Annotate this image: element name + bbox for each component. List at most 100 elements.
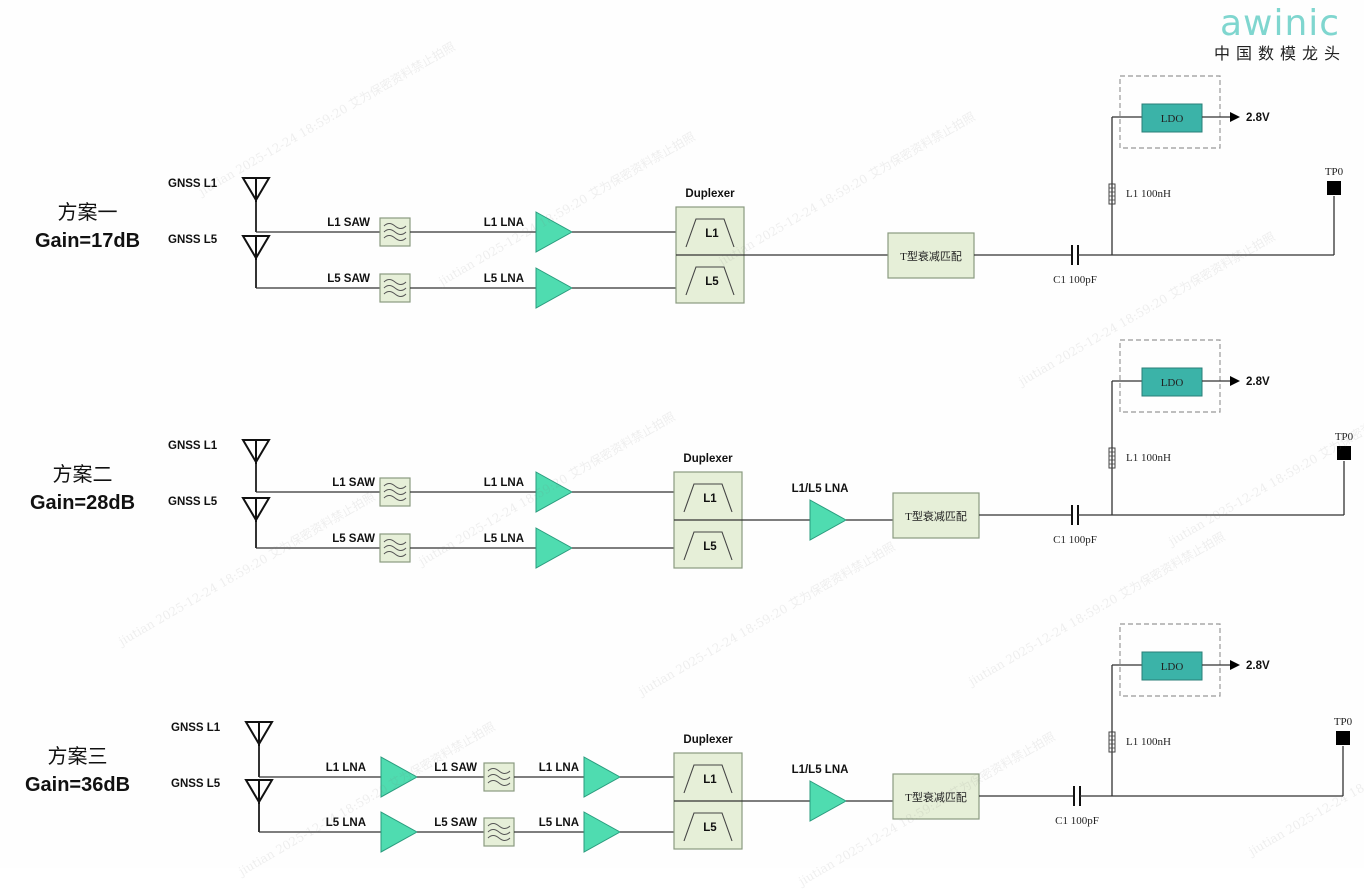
- scheme-1-circuit: GNSS L1 GNSS L5 L1 SAW L1 LNA L5 SAW L5 LNA Du…: [168, 75, 1344, 309]
- duplexer-band-label: L1: [705, 228, 719, 240]
- bandpass-icon: [683, 812, 733, 842]
- capacitor-label: C1 100pF: [1053, 274, 1097, 286]
- antenna-l5-label: GNSS L5: [171, 778, 221, 790]
- saw-label: L5 SAW: [332, 533, 375, 545]
- saw-filter-icon: [379, 477, 411, 507]
- schematic-svg: GNSS L1 GNSS L5 L1 SAW L1 LNA L5 SAW L5 LNA Du…: [168, 75, 1354, 853]
- post-lna-label: L1/L5 LNA: [792, 764, 849, 776]
- bandpass-icon: [683, 531, 733, 561]
- ldo-label: LDO: [1161, 661, 1184, 673]
- lna-label: L1 LNA: [539, 762, 579, 774]
- antenna-l5-label: GNSS L5: [168, 496, 218, 508]
- capacitor-icon: [1071, 505, 1079, 525]
- scheme-name: 方案一: [57, 200, 118, 224]
- bandpass-icon: [685, 218, 735, 248]
- antenna-icon: [241, 497, 271, 522]
- lna-label: L5 LNA: [326, 817, 366, 829]
- scheme-2-title: 方案二 Gain=28dB: [15, 460, 150, 518]
- duplexer-label: Duplexer: [685, 188, 735, 200]
- ldo-box: [1141, 651, 1203, 681]
- saw-label: L1 SAW: [332, 477, 375, 489]
- ldo-box: [1141, 367, 1203, 397]
- bandpass-icon: [683, 764, 733, 794]
- matching-network-box: [887, 232, 975, 279]
- scheme-1-title: 方案一 Gain=17dB: [20, 198, 155, 256]
- antenna-icon: [244, 721, 274, 746]
- voltage-label: 2.8V: [1246, 112, 1270, 124]
- lna-label: L5 LNA: [484, 273, 524, 285]
- matching-network-label: T型衰减匹配: [905, 509, 967, 523]
- scheme-name: 方案二: [52, 462, 113, 486]
- matching-network-box: [892, 492, 980, 539]
- lna-amplifier-icon: [809, 499, 848, 541]
- scheme-gain: Gain=36dB: [24, 774, 131, 796]
- antenna-icon: [241, 439, 271, 464]
- lna-amplifier-icon: [535, 211, 574, 253]
- capacitor-icon: [1071, 245, 1079, 265]
- duplexer-band-label: L5: [703, 541, 717, 553]
- lna-label: L1 LNA: [326, 762, 366, 774]
- lna-label: L1 LNA: [484, 477, 524, 489]
- scheme-3-title: 方案三 Gain=36dB: [10, 742, 145, 800]
- inductor-label: L1 100nH: [1126, 188, 1171, 200]
- lna-amplifier-icon: [809, 780, 848, 822]
- testpoint-pad: [1336, 731, 1350, 745]
- inductor-label: L1 100nH: [1126, 452, 1171, 464]
- arrow-right-icon: [1230, 112, 1240, 122]
- logo-tagline: 中国数模龙头: [1213, 44, 1346, 63]
- saw-filter-icon: [483, 817, 515, 847]
- saw-filter-icon: [379, 217, 411, 247]
- lna-amplifier-icon: [535, 527, 574, 569]
- voltage-label: 2.8V: [1246, 376, 1270, 388]
- lna-label: L5 LNA: [539, 817, 579, 829]
- duplexer-label: Duplexer: [683, 734, 733, 746]
- scheme-name: 方案三: [47, 744, 108, 768]
- matching-network-label: T型衰减匹配: [900, 249, 962, 263]
- ldo-label: LDO: [1161, 377, 1184, 389]
- bandpass-icon: [683, 483, 733, 513]
- ldo-dashed-boundary: [1119, 339, 1221, 413]
- scheme-gain: Gain=17dB: [34, 230, 141, 252]
- testpoint-label: TP0: [1334, 716, 1353, 728]
- ldo-label: LDO: [1161, 113, 1184, 125]
- lna-amplifier-icon: [583, 811, 622, 853]
- scheme-gain: Gain=28dB: [29, 492, 136, 514]
- saw-label: L5 SAW: [327, 273, 370, 285]
- antenna-icon: [244, 779, 274, 804]
- saw-label: L1 SAW: [327, 217, 370, 229]
- inductor-label: L1 100nH: [1126, 736, 1171, 748]
- saw-filter-icon: [379, 273, 411, 303]
- ldo-dashed-boundary: [1119, 75, 1221, 149]
- saw-label: L1 SAW: [434, 762, 477, 774]
- bandpass-icon: [685, 266, 735, 296]
- lna-amplifier-icon: [380, 811, 419, 853]
- saw-filter-icon: [379, 533, 411, 563]
- ldo-dashed-boundary: [1119, 623, 1221, 697]
- capacitor-label: C1 100pF: [1055, 815, 1099, 827]
- testpoint-label: TP0: [1335, 431, 1354, 443]
- antenna-icon: [241, 235, 271, 260]
- post-lna-label: L1/L5 LNA: [792, 483, 849, 495]
- lna-amplifier-icon: [535, 267, 574, 309]
- duplexer-label: Duplexer: [683, 453, 733, 465]
- lna-amplifier-icon: [583, 756, 622, 798]
- antenna-l5-label: GNSS L5: [168, 234, 218, 246]
- lna-label: L1 LNA: [484, 217, 524, 229]
- matching-network-box: [892, 773, 980, 820]
- antenna-icon: [241, 177, 271, 202]
- testpoint-label: TP0: [1325, 166, 1344, 178]
- ldo-box: [1141, 103, 1203, 133]
- logo-brand: awinic: [1219, 3, 1341, 44]
- antenna-l1-label: GNSS L1: [168, 440, 218, 452]
- awinic-logo: awinic 中国数模龙头: [1210, 4, 1350, 64]
- arrow-right-icon: [1230, 660, 1240, 670]
- saw-label: L5 SAW: [434, 817, 477, 829]
- duplexer-band-label: L5: [705, 276, 719, 288]
- saw-filter-icon: [483, 762, 515, 792]
- lna-amplifier-icon: [380, 756, 419, 798]
- antenna-l1-label: GNSS L1: [168, 178, 218, 190]
